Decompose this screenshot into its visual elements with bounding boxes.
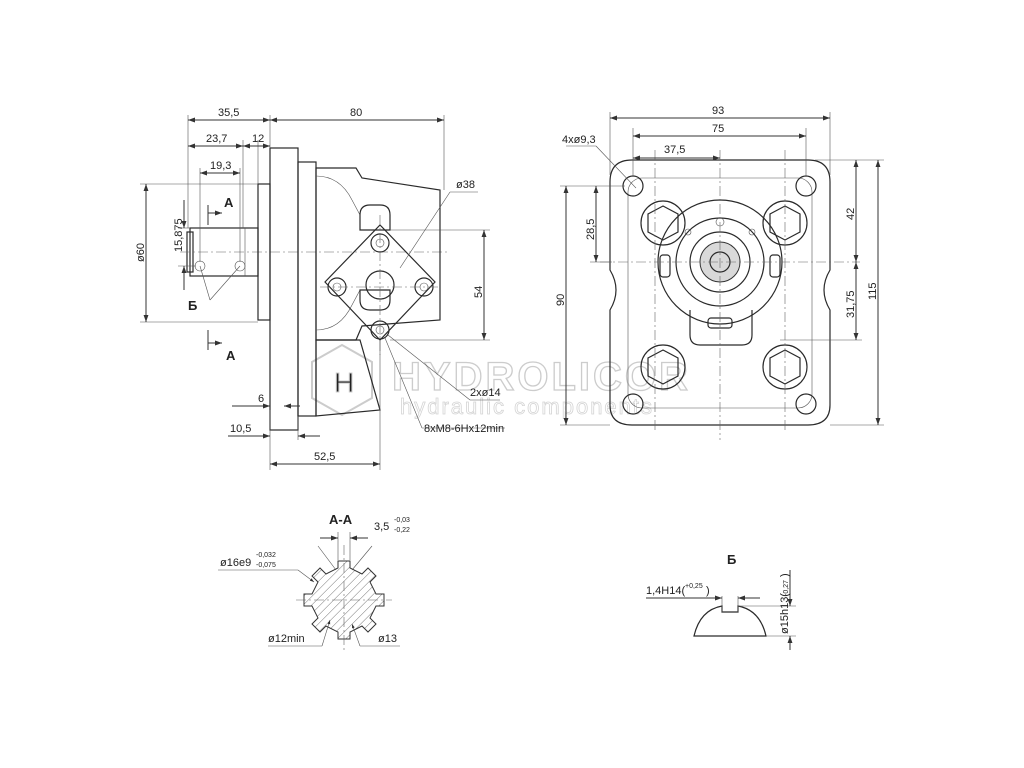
dim-37-5: 37,5 [664,144,685,156]
front-right-dimensions: 115 42 31,75 [780,159,884,426]
dim-1-4h14: 1,4H14( [646,585,685,597]
dim-42: 42 [845,208,857,220]
detail-b-profile [693,605,767,637]
section-aa-title: A-A [329,512,353,527]
front-left-dimensions: 90 28,5 [555,185,625,426]
side-left-dimensions: ø60 15,875 [135,183,258,323]
dim-28-5: 28,5 [585,219,597,240]
watermark: H HYDROLICOR hydraulic components [311,343,691,419]
flange [257,147,317,431]
front-view: 93 75 37,5 4xø9,3 90 28,5 [555,105,884,440]
dim-52-5: 52,5 [314,451,335,463]
dim-10-5: 10,5 [230,423,251,435]
side-bottom-dimensions: 6 10,5 52,5 [228,340,381,470]
dim-12: 12 [252,133,264,145]
side-leaders: 2xø14 8xM8-6Hx12min [384,334,505,435]
dim-d13: ø13 [378,633,397,645]
watermark-tagline: hydraulic components [400,394,654,419]
dim-23-7: 23,7 [206,133,227,145]
dim-19-3: 19,3 [210,160,231,172]
dim-d38: ø38 [456,179,475,191]
dim-2xd14: 2xø14 [470,387,501,399]
dim-75: 75 [712,123,724,135]
dim-90: 90 [555,294,567,306]
front-top-dimensions: 93 75 37,5 [609,105,831,176]
dim-15-875: 15,875 [173,218,185,252]
section-label-a-bottom: A [226,348,236,363]
side-top-dimensions: 35,5 80 23,7 12 19,3 [187,107,445,262]
tol-1-4: +0,25 [685,583,703,590]
dim-d16e9: ø16e9 [220,557,251,569]
section-aa: A-A 3,5 -0,03 -0,22 ø16e9 -0,032 -0,075 … [218,512,410,650]
tol-d15: -0,27 [783,580,790,596]
dim-d15h13: ø15h13( [779,593,791,634]
section-label-a-top: A [224,195,234,210]
dim-4xd9-3: 4xø9,3 [562,134,596,146]
side-view: A A Б 35,5 80 23,7 12 [135,107,505,470]
detail-mark-b: Б [188,265,241,313]
dim-d60: ø60 [135,243,147,262]
tol-3-5-lower: -0,22 [394,527,410,534]
tol-d16-upper: -0,032 [256,552,276,559]
section-mark-bottom: A [207,330,236,363]
detail-b: Б 1,4H14( +0,25 ) ø15h13( -0,27 ) [646,552,796,650]
shaft [180,227,450,277]
watermark-brand: HYDROLICOR [392,355,691,399]
watermark-logo: H [311,343,373,417]
dim-115: 115 [867,282,879,300]
dim-3-5: 3,5 [374,521,389,533]
dim-35-5: 35,5 [218,107,239,119]
detail-b-title: Б [727,552,736,567]
dim-d12min: ø12min [268,633,305,645]
dim-31-75: 31,75 [845,290,857,318]
dim-93: 93 [712,105,724,117]
dim-80: 80 [350,107,362,119]
dim-d15-close: ) [779,573,791,577]
section-mark-top: A [207,195,234,225]
dim-6: 6 [258,393,264,405]
dim-54: 54 [473,286,485,298]
svg-text:H: H [334,367,354,398]
dim-thread: 8xM8-6Hx12min [424,423,504,435]
detail-label-b: Б [188,298,197,313]
front-hole-leader: 4xø9,3 [562,134,637,189]
dim-1-4-close: ) [706,585,710,597]
side-right-dimensions: 54 ø38 [390,179,490,341]
tol-d16-lower: -0,075 [256,562,276,569]
tol-3-5-upper: -0,03 [394,517,410,524]
